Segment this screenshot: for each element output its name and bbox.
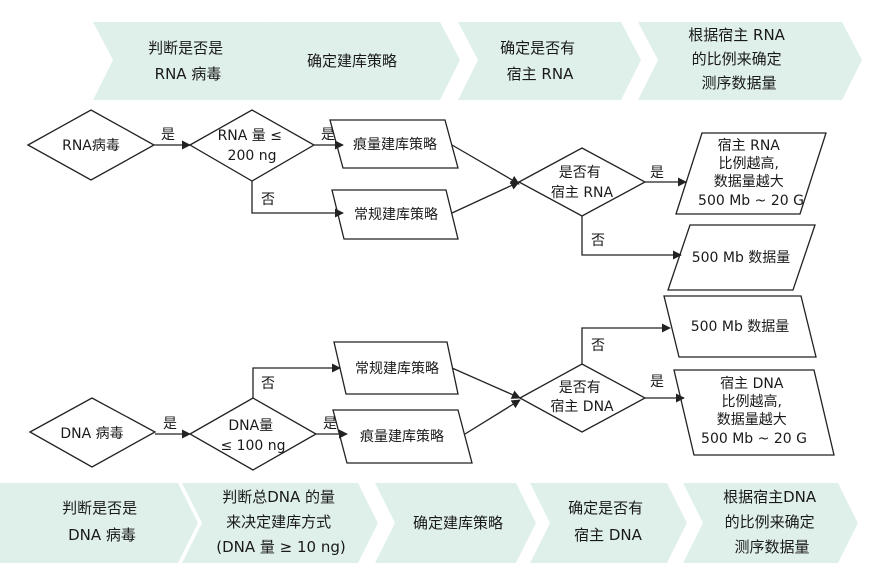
dna-low-strategy-box [332,409,473,464]
dna-no-result-label: 500 Mb 数据量 [691,319,790,335]
rna-step-4-chevron [638,22,862,100]
rna-normal-strategy-box [331,189,459,240]
dna-host-decision [518,363,647,433]
rna-amount-no-tag: 否 [261,192,275,208]
rna-yes-result-box [675,132,827,215]
rna-step-3-label: 确定是否有 宿主 RNA [500,39,580,83]
dna-normal-to-host-arrow [451,367,521,399]
rna-normal-strategy-label: 常规建库策略 [354,206,438,223]
dna-step-5-label: 根据宿主DNA 的比例来确定 测序数据量 [723,488,821,556]
dna-host-label: 是否有 宿主 DNA [550,380,614,415]
rna-step-4-label: 根据宿主 RNA 的比例来确定 测序数据量 [688,26,789,92]
dna-amount-label: DNA量 ≤ 100 ng [220,418,285,454]
dna-yes-result-box [673,369,835,456]
rna-step-2-chevron [268,22,460,100]
dna-step-3-label: 确定建库策略 [413,514,503,532]
rna-flow [26,109,827,291]
rna-step-1-label: 判断是否是 RNA 病毒 [148,39,228,83]
rna-host-no-arrow [581,216,682,260]
dna-start-label: DNA 病毒 [60,426,123,442]
dna-start-diamond [28,397,157,468]
dna-flow [28,295,835,471]
dna-flow-text: DNA 病毒 DNA量 ≤ 100 ng 常规建库策略 痕量建库策略 是否有 宿… [60,319,807,454]
dna-steps-banner: 判断是否是 DNA 病毒 判断总DNA 的量 来决定建库方式 (DNA 量 ≥ … [0,483,858,563]
dna-step-3-chevron [375,483,536,563]
dna-amount-yes-tag: 是 [323,416,337,432]
dna-normal-strategy-label: 常规建库策略 [355,360,439,377]
rna-low-strategy-box [329,119,459,169]
rna-host-no-tag: 否 [591,233,605,249]
dna-normal-strategy-box [333,341,459,395]
rna-no-result-box [667,224,816,291]
dna-step-4-label: 确定是否有 宿主 DNA [568,499,648,544]
rna-amount-yes-tag: 是 [161,127,175,143]
dna-host-no-arrow [581,323,671,364]
rna-no-result-label: 500 Mb 数据量 [692,250,791,266]
rna-amount-decision [188,109,316,182]
dna-step-4-chevron [530,483,687,563]
dna-amount-no-arrow [252,363,341,398]
dna-no-result-box [663,295,817,358]
rna-low-strategy-label: 痕量建库策略 [353,136,437,153]
rna-host-yes-tag: 是 [650,165,664,181]
rna-step-3-chevron [458,22,641,100]
rna-step-1-chevron [93,22,288,100]
rna-step-2-label: 确定建库策略 [307,52,397,70]
dna-step-1-label: 判断是否是 DNA 病毒 [62,499,142,544]
dna-host-yes-tag: 是 [650,374,664,390]
rna-host-label: 是否有 宿主 RNA [551,165,614,201]
dna-yes-result-label: 宿主 DNA 比例越高, 数据量越大 500 Mb ~ 20 G [701,375,807,447]
dna-low-to-host-arrow [464,399,521,435]
rna-yes-result-label: 宿主 RNA 比例越高, 数据量越大 500 Mb ~ 20 G [698,137,804,209]
rna-amount-yes-tag-2: 是 [321,127,335,143]
rna-amount-no-arrow [251,181,344,218]
rna-low-to-host-arrow [451,144,520,185]
dna-host-no-tag: 否 [591,338,605,354]
rna-start-label: RNA病毒 [62,138,120,154]
dna-step-2-chevron [182,483,378,563]
dna-start-yes-tag: 是 [163,416,177,432]
dna-low-strategy-label: 痕量建库策略 [360,428,444,445]
dna-step-5-chevron [683,483,858,563]
dna-step-1-chevron [0,483,198,563]
rna-flow-text: RNA病毒 RNA 量 ≤ 200 ng 痕量建库策略 常规建库策略 是否有 宿… [62,127,804,266]
dna-amount-no-tag: 否 [261,376,275,392]
rna-host-decision [517,147,647,217]
rna-amount-label: RNA 量 ≤ 200 ng [218,128,287,164]
rna-normal-to-host-arrow [451,181,520,214]
dna-amount-decision [188,397,318,471]
dna-step-2-label: 判断总DNA 的量 来决定建库方式 (DNA 量 ≥ 10 ng) [216,488,346,556]
rna-steps-banner: 判断是否是 RNA 病毒 确定建库策略 确定是否有 宿主 RNA 根据宿主 RN… [93,22,862,100]
